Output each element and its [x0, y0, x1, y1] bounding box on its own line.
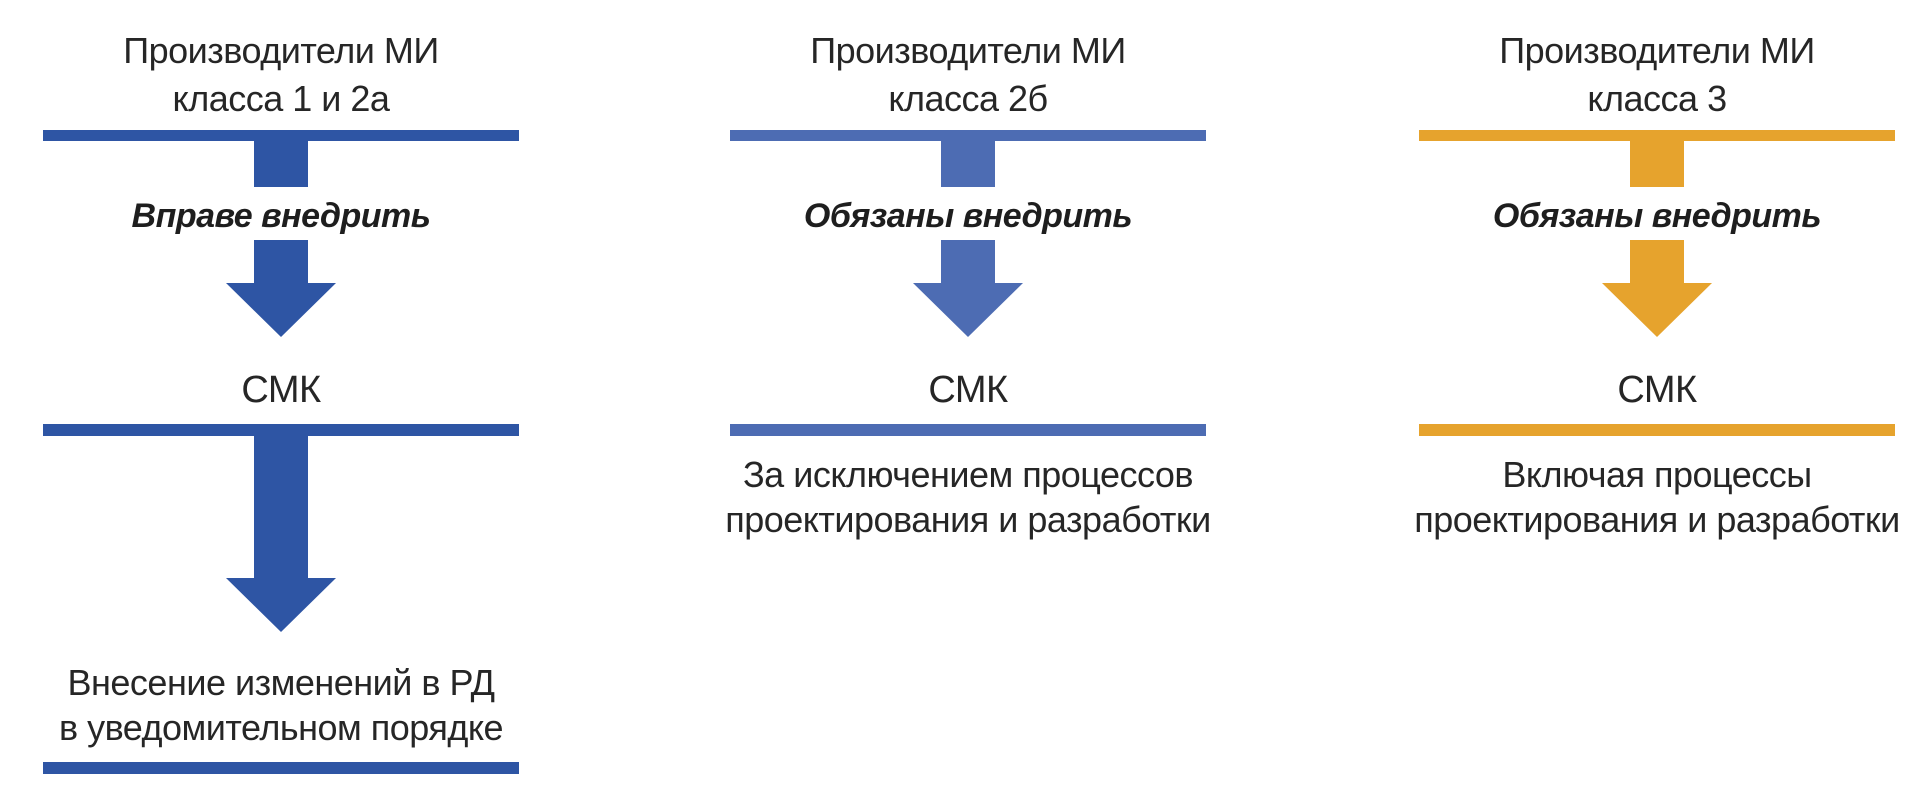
column-title-line1: Производители МИ [123, 30, 439, 71]
divider-line-top [1419, 130, 1895, 141]
column-class-3: Производители МИ класса 3 Обязаны внедри… [1414, 0, 1900, 796]
divider-line-mid [730, 424, 1206, 436]
down-arrow-stem-lower [1630, 240, 1684, 283]
divider-line-bottom [43, 762, 519, 774]
down-arrow-head [226, 283, 336, 337]
down-arrow-head [913, 283, 1023, 337]
divider-line-top [43, 130, 519, 141]
down-arrow-stem-upper [1630, 141, 1684, 187]
column-title-line1: Производители МИ [810, 30, 1126, 71]
note-text: За исключением процессов проектирования … [700, 452, 1236, 542]
down-arrow-stem-lower [254, 240, 308, 283]
down-arrow2-head [226, 578, 336, 632]
note-text: Включая процессы проектирования и разраб… [1389, 452, 1914, 542]
note-line1: Внесение изменений в РД [67, 662, 495, 703]
smk-label: СМК [1617, 369, 1697, 411]
smk-label: СМК [928, 369, 1008, 411]
column-title: Производители МИ класса 3 [1419, 27, 1895, 123]
obligation-label: Вправе внедрить [131, 197, 431, 235]
note-line2: проектирования и разработки [725, 499, 1211, 540]
divider-line-mid [1419, 424, 1895, 436]
note-line2: в уведомительном порядке [58, 707, 504, 748]
note-line1: Включая процессы [1502, 454, 1812, 495]
obligation-label: Обязаны внедрить [1492, 197, 1822, 235]
note-line1: За исключением процессов [742, 454, 1194, 495]
column-title: Производители МИ класса 2б [730, 27, 1206, 123]
note-text: Внесение изменений в РД в уведомительном… [13, 660, 549, 750]
column-title-line2: класса 3 [1587, 78, 1727, 119]
down-arrow-stem-upper [254, 141, 308, 187]
smk-label: СМК [241, 369, 321, 411]
down-arrow-stem-upper [941, 141, 995, 187]
down-arrow-head [1602, 283, 1712, 337]
column-class-1-2a: Производители МИ класса 1 и 2а Вправе вн… [43, 0, 519, 796]
down-arrow2-stem [254, 436, 308, 578]
column-title-line2: класса 2б [888, 78, 1048, 119]
column-title-line2: класса 1 и 2а [172, 78, 390, 119]
column-class-2b: Производители МИ класса 2б Обязаны внедр… [725, 0, 1211, 796]
obligation-label: Обязаны внедрить [803, 197, 1133, 235]
column-title-line1: Производители МИ [1499, 30, 1815, 71]
down-arrow-stem-lower [941, 240, 995, 283]
column-title: Производители МИ класса 1 и 2а [43, 27, 519, 123]
note-line2: проектирования и разработки [1414, 499, 1900, 540]
divider-line-mid [43, 424, 519, 436]
divider-line-top [730, 130, 1206, 141]
